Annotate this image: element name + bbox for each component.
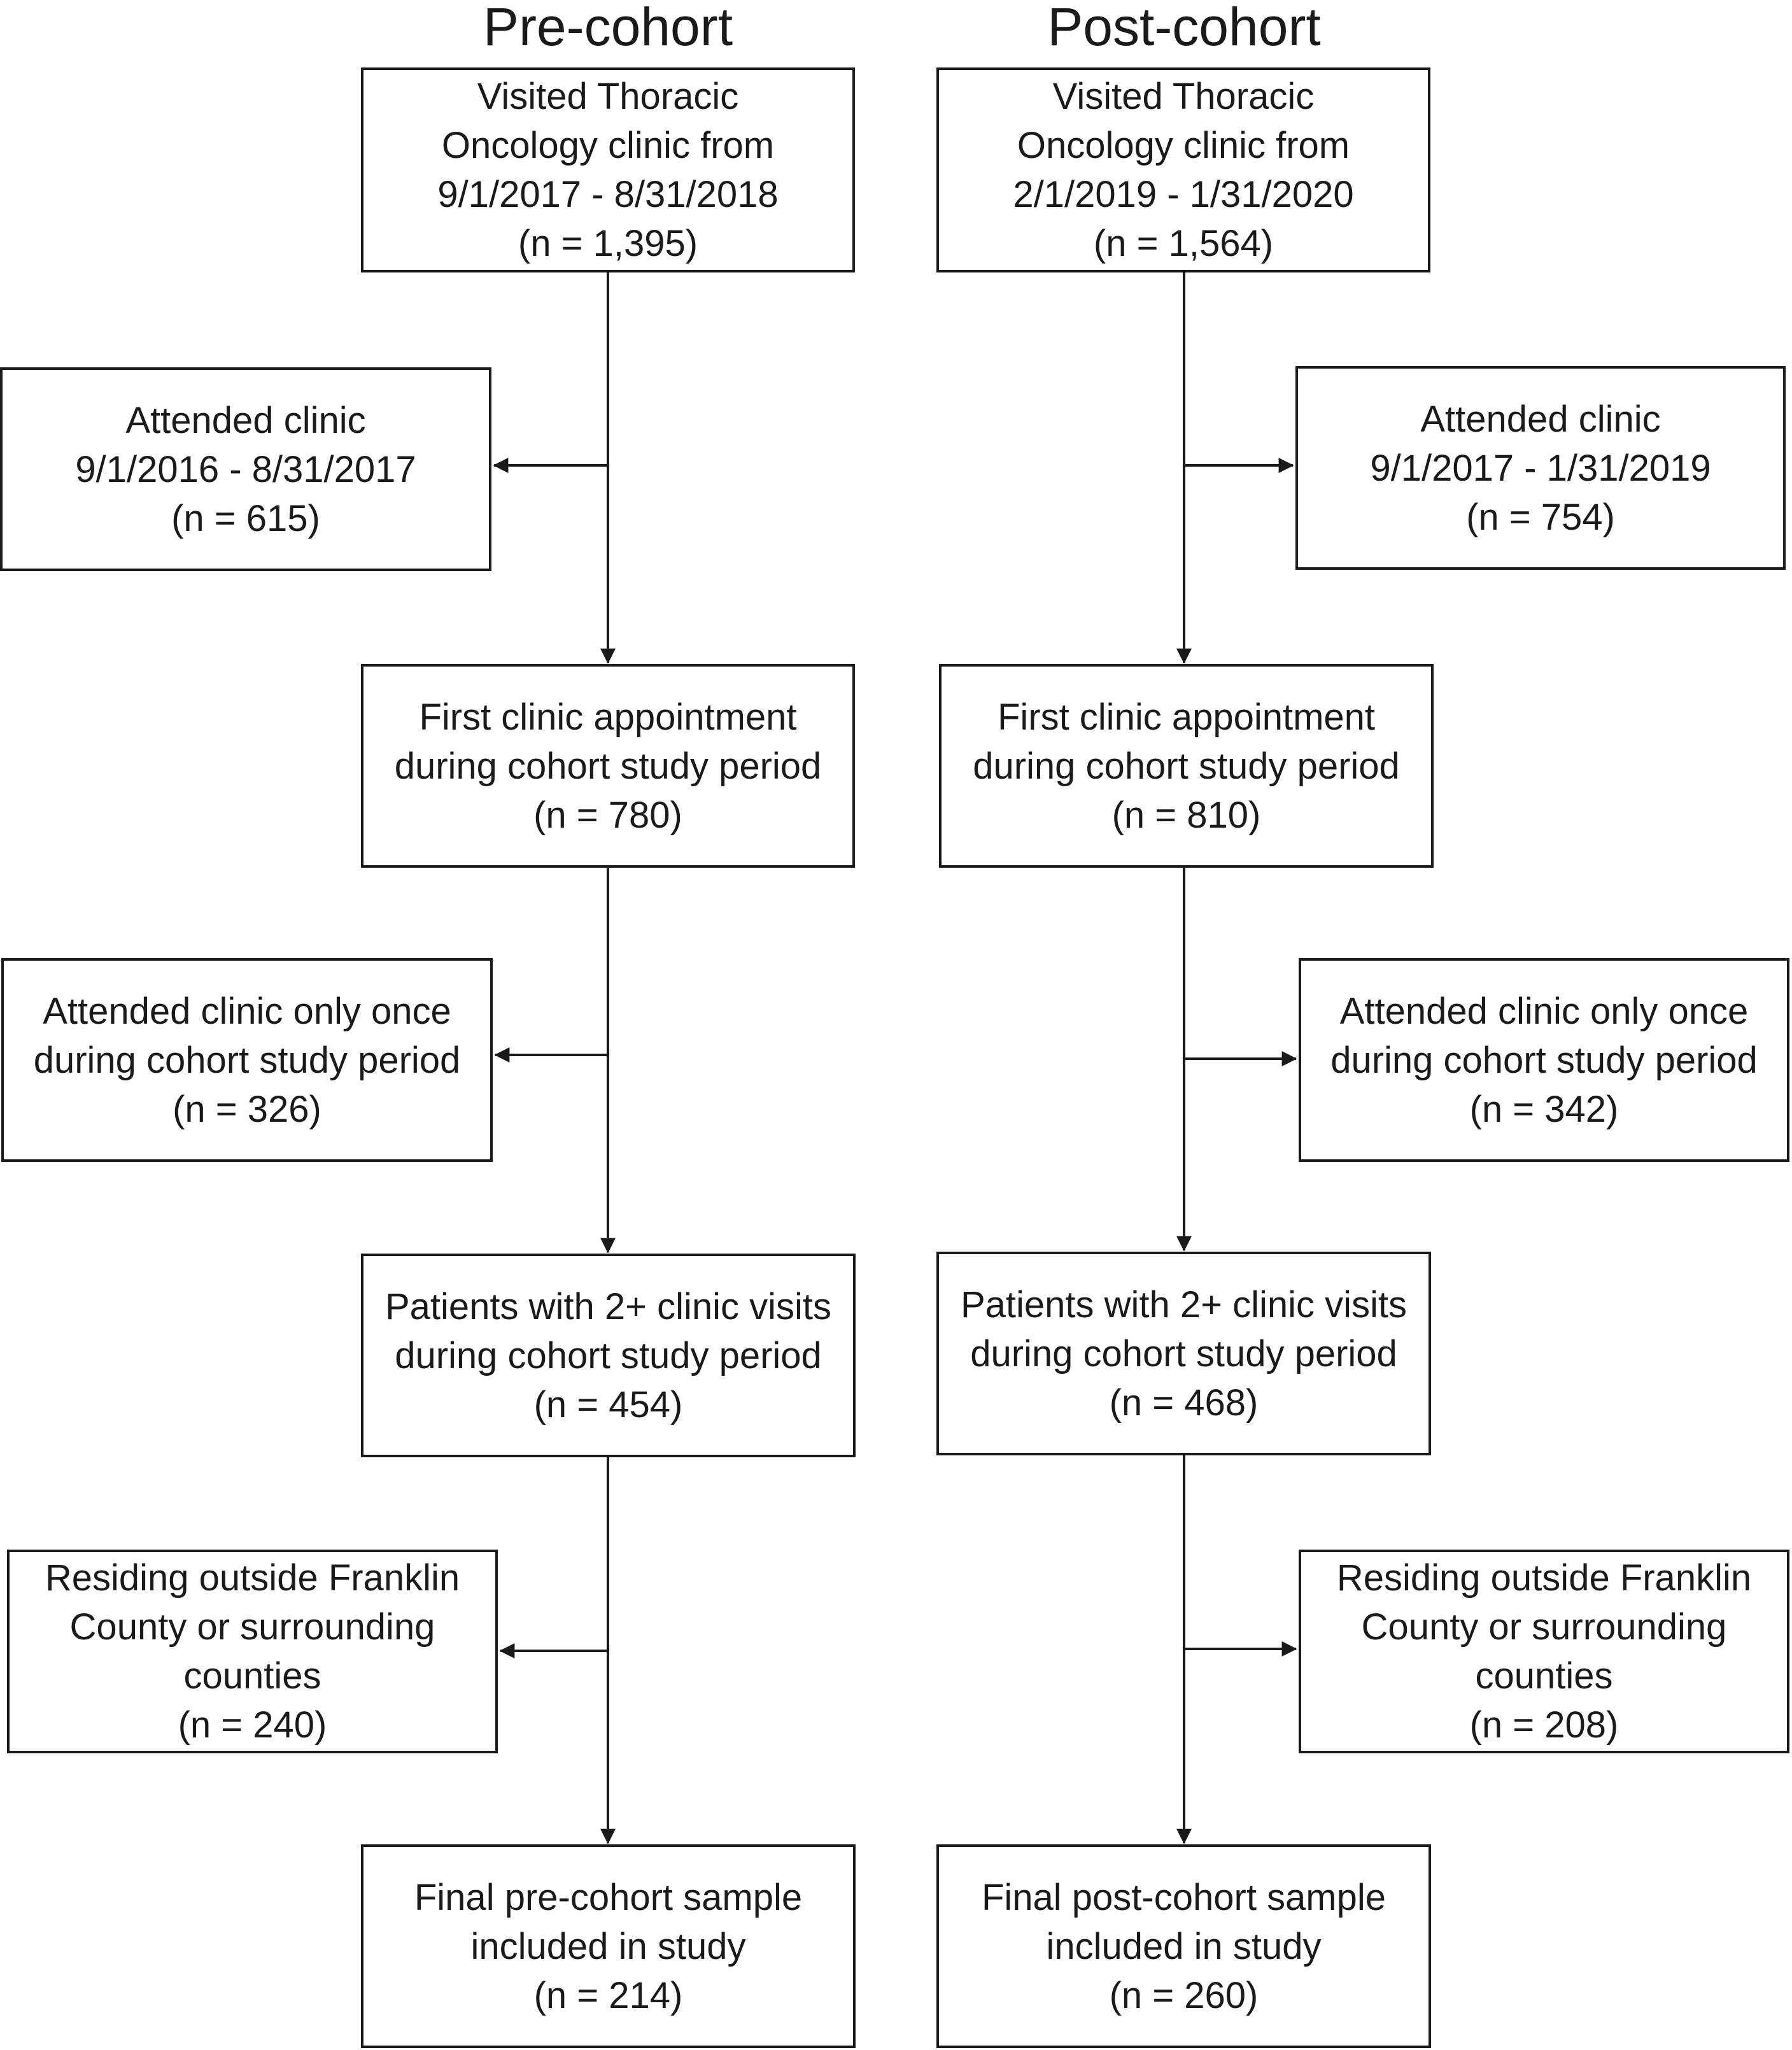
box-text-line: during cohort study period xyxy=(394,745,822,787)
box-text-line: (n = 1,564) xyxy=(1093,223,1274,264)
box-text-line: included in study xyxy=(470,1925,746,1967)
box-text-line: during cohort study period xyxy=(395,1334,822,1376)
box-text-line: Attended clinic only once xyxy=(43,990,451,1032)
box-text-line: included in study xyxy=(1046,1925,1322,1967)
box-text-line: 9/1/2017 - 8/31/2018 xyxy=(437,174,779,215)
pre-cohort-title: Pre-cohort xyxy=(483,0,733,57)
box-text-line: 9/1/2016 - 8/31/2017 xyxy=(75,448,416,490)
box-text-line: counties xyxy=(183,1655,321,1697)
post-step-first-appointment: First clinic appointment during cohort st… xyxy=(939,664,1434,868)
box-text-line: during cohort study period xyxy=(973,745,1400,787)
box-text-line: Residing outside Franklin xyxy=(1336,1557,1752,1599)
box-text-line: (n = 326) xyxy=(173,1088,321,1130)
box-text-line: Attended clinic xyxy=(1420,398,1661,440)
box-text-line: during cohort study period xyxy=(970,1332,1397,1375)
box-text-line: (n = 810) xyxy=(1111,794,1261,836)
connector-layer xyxy=(493,272,1297,1844)
box-text-line: Visited Thoracic xyxy=(1052,76,1315,117)
box-text-line: Oncology clinic from xyxy=(441,125,775,166)
box-text-line: (n = 214) xyxy=(533,1974,683,2016)
pre-exclusion-prior-attendance: Attended clinic 9/1/2016 - 8/31/2017 (n = … xyxy=(0,367,491,571)
box-text-line: (n = 454) xyxy=(533,1383,683,1425)
box-text-line: County or surrounding xyxy=(1361,1606,1727,1648)
box-text-line: Final pre-cohort sample xyxy=(414,1876,803,1918)
box-text-line: Patients with 2+ clinic visits xyxy=(960,1283,1407,1325)
box-text-line: (n = 615) xyxy=(171,497,320,539)
box-text-line: Attended clinic only once xyxy=(1339,990,1749,1032)
box-text-line: (n = 1,395) xyxy=(518,223,698,264)
box-text-line: 9/1/2017 - 1/31/2019 xyxy=(1370,447,1711,489)
box-text-line: (n = 780) xyxy=(533,794,682,836)
box-text-line: (n = 240) xyxy=(178,1704,327,1746)
box-text-line: during cohort study period xyxy=(33,1039,461,1081)
box-text-line: (n = 208) xyxy=(1469,1704,1619,1746)
box-text-line: Oncology clinic from xyxy=(1017,125,1350,166)
box-text-line: (n = 468) xyxy=(1109,1382,1259,1424)
pre-step-first-appointment: First clinic appointment during cohort st… xyxy=(361,664,855,868)
post-step-final-sample: Final post-cohort sample included in stud… xyxy=(936,1844,1431,2048)
box-text-line: First clinic appointment xyxy=(419,696,797,738)
box-text-line: 2/1/2019 - 1/31/2020 xyxy=(1013,174,1354,215)
box-text-line: during cohort study period xyxy=(1330,1039,1758,1081)
pre-exclusion-single-visit: Attended clinic only once during cohort s… xyxy=(1,958,493,1162)
pre-step-two-plus-visits: Patients with 2+ clinic visits during coh… xyxy=(361,1254,856,1457)
box-text-line: Attended clinic xyxy=(125,399,366,441)
box-text-line: Visited Thoracic xyxy=(477,76,739,117)
post-step-two-plus-visits: Patients with 2+ clinic visits during coh… xyxy=(936,1252,1431,1455)
pre-step-final-sample: Final pre-cohort sample included in study… xyxy=(361,1844,856,2048)
box-text-line: (n = 754) xyxy=(1466,496,1615,538)
post-exclusion-single-visit: Attended clinic only once during cohort s… xyxy=(1299,958,1789,1162)
box-text-line: counties xyxy=(1475,1655,1613,1697)
post-cohort-title: Post-cohort xyxy=(1047,0,1321,57)
box-text-line: (n = 342) xyxy=(1469,1088,1619,1130)
box-text-line: Final post-cohort sample xyxy=(981,1876,1386,1918)
box-text-line: Residing outside Franklin xyxy=(45,1557,460,1599)
box-text-line: County or surrounding xyxy=(69,1606,435,1648)
box-text-line: (n = 260) xyxy=(1109,1974,1259,2016)
box-text-line: Patients with 2+ clinic visits xyxy=(385,1285,832,1327)
box-text-line: First clinic appointment xyxy=(997,696,1376,738)
post-exclusion-prior-attendance: Attended clinic 9/1/2017 - 1/31/2019 (n = … xyxy=(1295,366,1786,570)
